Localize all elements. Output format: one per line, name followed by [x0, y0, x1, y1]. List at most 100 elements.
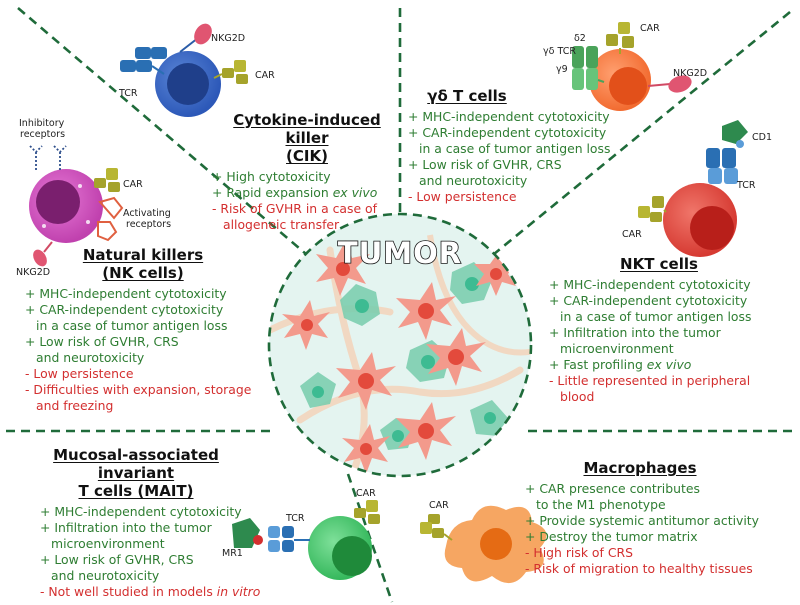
list-item-italic-text: in vitro: [216, 584, 261, 599]
list-item: + MHC-independent cytotoxicity: [408, 109, 618, 125]
cik-tcr-label: TCR: [119, 88, 138, 99]
list-item-text: in a case of tumor antigen loss: [560, 309, 752, 324]
list-item-text: to the M1 phenotype: [536, 497, 666, 512]
list-item: + Provide systemic antitumor activity: [525, 513, 785, 529]
list-item: + Low risk of GVHR, CRS: [25, 334, 270, 350]
tumor-illustration: [267, 212, 533, 478]
tumor-label: TUMOR: [337, 235, 463, 271]
nk-panel: Natural killers (NK cells) + MHC-indepen…: [25, 246, 270, 414]
mait-title: Mucosal-associated invariant: [53, 446, 219, 482]
nk-nkg2d-label: NKG2D: [16, 267, 51, 278]
nkt-car-label: CAR: [622, 229, 642, 240]
cik-nkg2d-label: NKG2D: [211, 33, 246, 44]
list-item-text: + Infiltration into the tumor: [40, 520, 212, 535]
divider-diagonal-upper-right: [493, 10, 791, 256]
gd-g9-label: γ9: [556, 64, 568, 75]
mait-item-list: + MHC-independent cytotoxicity+ Infiltra…: [40, 504, 280, 600]
list-item: + Infiltration into the tumor: [40, 520, 280, 536]
nk-car-label: CAR: [123, 179, 143, 190]
list-item-text: allogeneic transfer: [223, 217, 340, 232]
list-item: microenvironment: [40, 536, 280, 552]
list-item: + MHC-independent cytotoxicity: [40, 504, 280, 520]
macro-car-label: CAR: [429, 500, 449, 511]
list-item-text: - Not well studied in models: [40, 584, 217, 599]
list-item: and neurotoxicity: [25, 350, 270, 366]
list-item: + Fast profiling ex vivo: [549, 357, 789, 373]
gd-title: γδ T cells: [427, 87, 507, 105]
nk-cell-illustration: [29, 145, 124, 267]
list-item: and neurotoxicity: [408, 173, 618, 189]
list-item: in a case of tumor antigen loss: [408, 141, 618, 157]
list-item-text: - Risk of GVHR in a case of: [212, 201, 377, 216]
list-item-text: in a case of tumor antigen loss: [36, 318, 228, 333]
list-item-text: + Destroy the tumor matrix: [525, 529, 698, 544]
list-item-text: + CAR-independent cytotoxicity: [549, 293, 748, 308]
list-item: + High cytotoxicity: [212, 169, 402, 185]
nkt-title: NKT cells: [620, 255, 698, 273]
mait-car-label: CAR: [356, 488, 376, 499]
list-item: in a case of tumor antigen loss: [25, 318, 270, 334]
list-item: + MHC-independent cytotoxicity: [25, 286, 270, 302]
list-item-text: + Rapid expansion: [212, 185, 333, 200]
list-item-text: + Provide systemic antitumor activity: [525, 513, 759, 528]
nk-inhibitory-label-2: receptors: [20, 129, 66, 140]
nkt-panel: NKT cells + MHC-independent cytotoxicity…: [549, 255, 789, 405]
list-item-text: - Low persistence: [408, 189, 517, 204]
list-item-text: microenvironment: [560, 341, 674, 356]
nkt-cell-illustration: [638, 120, 748, 257]
list-item-text: microenvironment: [51, 536, 165, 551]
mait-panel: Mucosal-associated invariant T cells (MA…: [40, 446, 280, 600]
nk-item-list: + MHC-independent cytotoxicity+ CAR-inde…: [25, 286, 270, 414]
nk-title-line2: (NK cells): [102, 264, 184, 282]
nkt-cd1-label: CD1: [752, 132, 772, 143]
list-item: in a case of tumor antigen loss: [549, 309, 789, 325]
list-item: - Low persistence: [408, 189, 618, 205]
list-item: + CAR presence contributes: [525, 481, 785, 497]
list-item-italic-text: ex vivo: [332, 185, 378, 200]
list-item: blood: [549, 389, 789, 405]
cik-car-label: CAR: [255, 70, 275, 81]
list-item-text: + MHC-independent cytotoxicity: [408, 109, 610, 124]
list-item: - Little represented in peripheral: [549, 373, 789, 389]
list-item: + Low risk of GVHR, CRS: [40, 552, 280, 568]
macrophage-illustration: [420, 505, 547, 584]
macro-title: Macrophages: [583, 459, 697, 477]
list-item-text: + CAR presence contributes: [525, 481, 700, 496]
list-item-text: + Fast profiling: [549, 357, 647, 372]
nk-activating-label: Activating: [123, 208, 171, 219]
list-item-text: + Low risk of GVHR, CRS: [25, 334, 179, 349]
list-item: + Low risk of GVHR, CRS: [408, 157, 618, 173]
list-item-text: and freezing: [36, 398, 114, 413]
nk-title: Natural killers: [82, 246, 204, 264]
gd-tcr-label: γδ TCR: [543, 46, 576, 57]
gd-nkg2d-label: NKG2D: [673, 68, 708, 79]
cik-title-line2: (CIK): [286, 147, 328, 165]
list-item: and neurotoxicity: [40, 568, 280, 584]
list-item: - Risk of GVHR in a case of: [212, 201, 402, 217]
list-item-text: + CAR-independent cytotoxicity: [25, 302, 224, 317]
list-item: + Rapid expansion ex vivo: [212, 185, 402, 201]
list-item-text: and neurotoxicity: [419, 173, 528, 188]
list-item-text: - Risk of migration to healthy tissues: [525, 561, 753, 576]
list-item: + Destroy the tumor matrix: [525, 529, 785, 545]
list-item-text: blood: [560, 389, 595, 404]
list-item-text: - Little represented in peripheral: [549, 373, 751, 388]
nk-activating-label-2: receptors: [126, 219, 172, 230]
list-item-text: + MHC-independent cytotoxicity: [25, 286, 227, 301]
list-item: - Low persistence: [25, 366, 270, 382]
list-item: + CAR-independent cytotoxicity: [25, 302, 270, 318]
list-item: - High risk of CRS: [525, 545, 785, 561]
list-item: + MHC-independent cytotoxicity: [549, 277, 789, 293]
list-item-text: - Low persistence: [25, 366, 134, 381]
nkt-item-list: + MHC-independent cytotoxicity+ CAR-inde…: [549, 277, 789, 405]
list-item-text: + MHC-independent cytotoxicity: [40, 504, 242, 519]
nkt-tcr-label: TCR: [737, 180, 756, 191]
list-item-text: and neurotoxicity: [36, 350, 145, 365]
list-item-text: - High risk of CRS: [525, 545, 633, 560]
list-item-text: + Infiltration into the tumor: [549, 325, 721, 340]
gd-panel: γδ T cells + MHC-independent cytotoxicit…: [408, 87, 618, 205]
list-item-text: - Difficulties with expansion, storage: [25, 382, 252, 397]
